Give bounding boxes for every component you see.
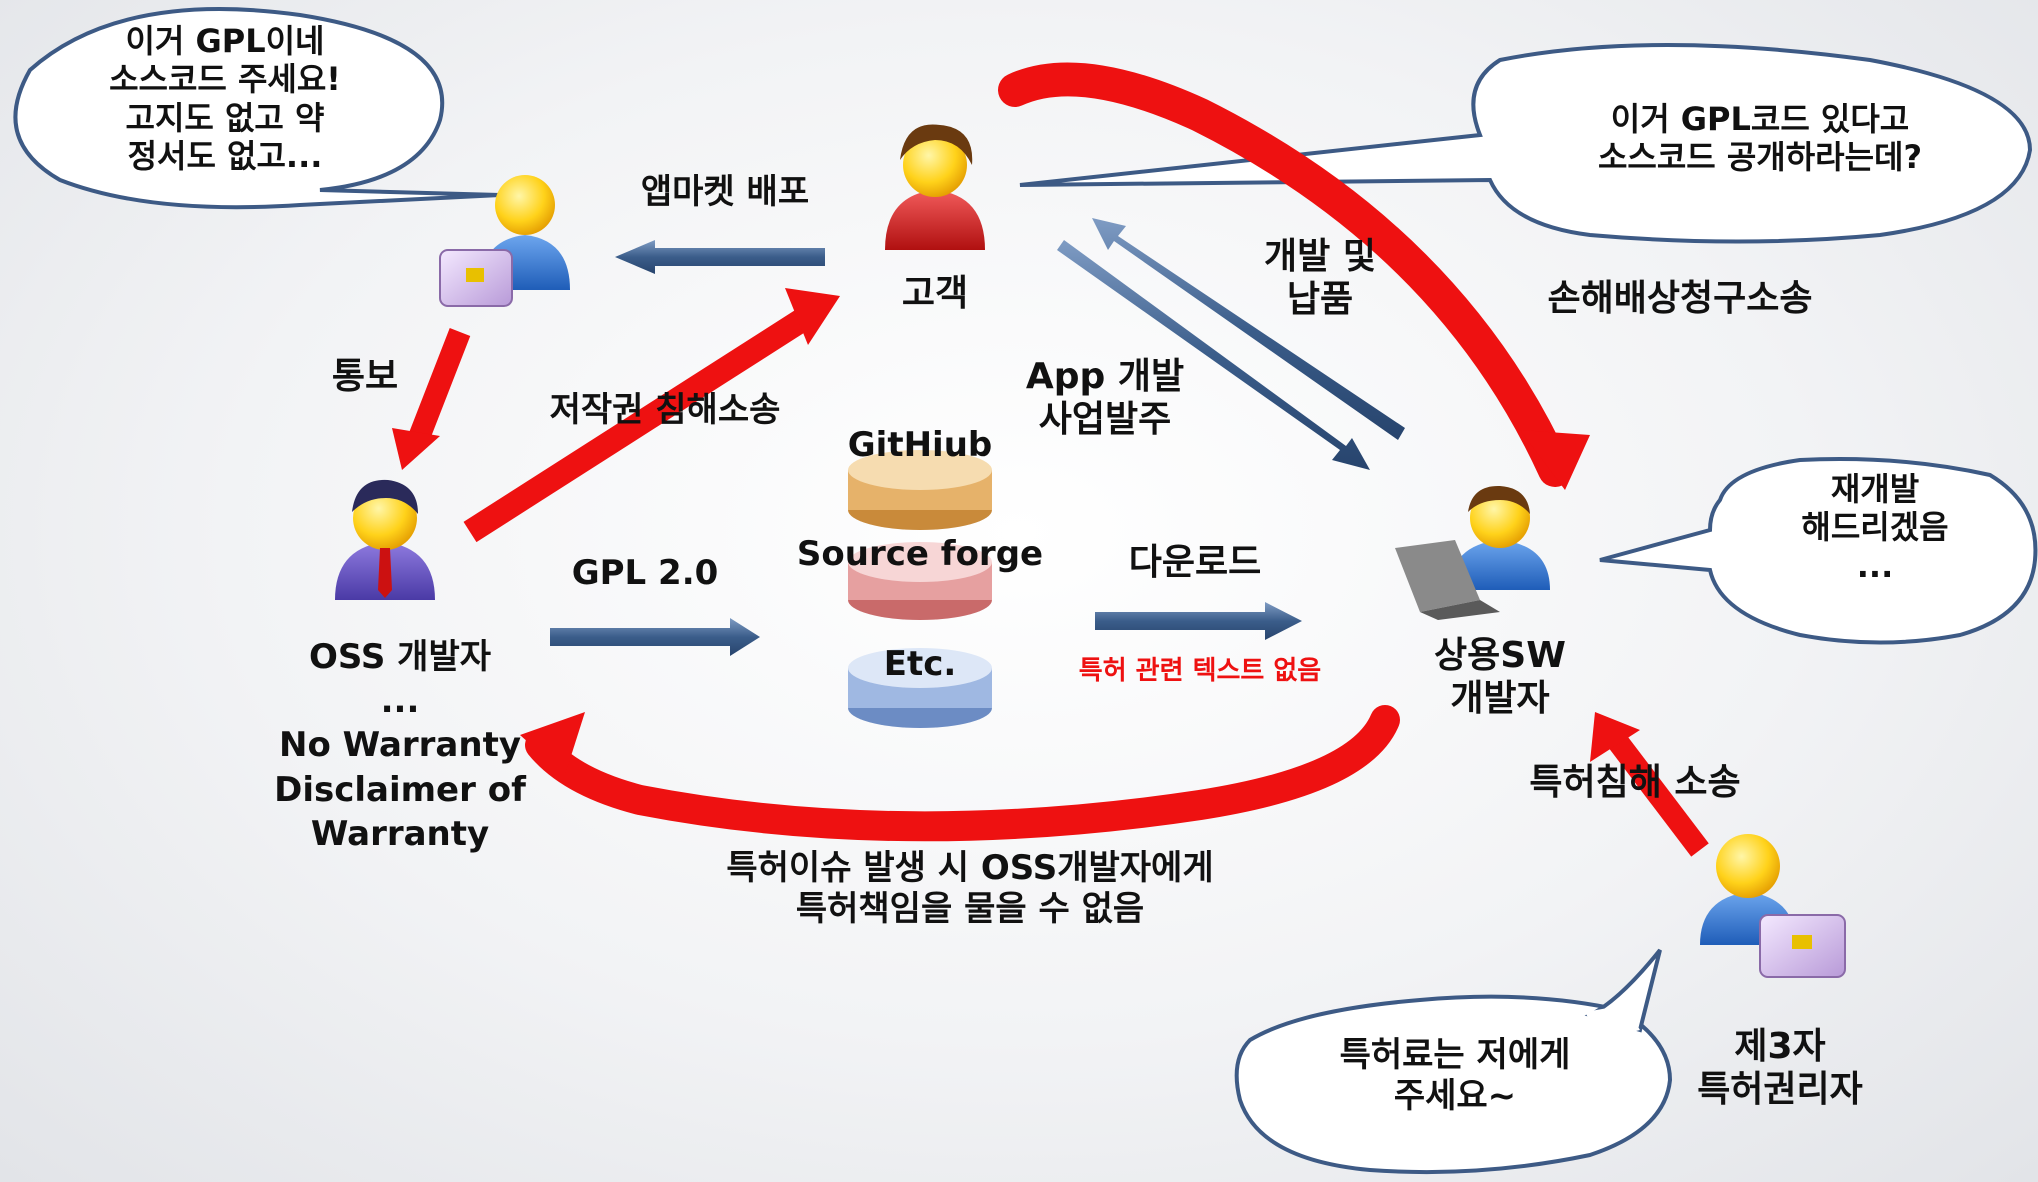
arrow-patent-suit <box>1590 712 1709 857</box>
bubble-developer-offer <box>1599 457 2038 645</box>
bubble-patent-fee <box>1234 948 1673 1175</box>
database-etc-icon <box>848 648 992 728</box>
database-github-icon <box>848 450 992 530</box>
label-patent-suit: 특허침해 소송 <box>1529 762 1741 803</box>
arrow-patent-issue <box>520 705 1400 842</box>
label-patent-holder: 제3자 특허권리자 <box>1697 1026 1863 1111</box>
label-sourceforge: Source forge <box>796 534 1044 574</box>
database-sourceforge-icon <box>848 542 992 620</box>
label-github: GitHiub <box>847 425 993 465</box>
commercial-developer-icon <box>1395 485 1550 620</box>
arrow-dev-delivery <box>1092 218 1405 440</box>
label-no-patent-text: 특허 관련 텍스트 없음 <box>1078 656 1322 686</box>
patent-holder-icon <box>1700 834 1846 978</box>
bubble-customer-request-text: 이거 GPL코드 있다고 소스코드 공개하라는데? <box>1597 100 1923 177</box>
label-damages-suit: 손해배상청구소송 <box>1547 278 1813 319</box>
bubble-developer-offer-text: 재개발 해드리겠음 ... <box>1801 470 1949 585</box>
bubble-customer-request <box>1019 43 2033 244</box>
arrow-damages-suit <box>998 62 1590 490</box>
bubble-oss-complainer <box>13 7 501 210</box>
bubble-patent-fee-text: 특허료는 저에게 주세요~ <box>1339 1035 1571 1116</box>
customer-icon <box>885 124 985 250</box>
label-app-market: 앱마켓 배포 <box>640 172 810 212</box>
label-etc: Etc. <box>883 644 957 684</box>
oss-complainer-icon <box>439 175 570 307</box>
label-commercial-developer: 상용SW 개발자 <box>1434 635 1566 720</box>
oss-developer-icon <box>335 479 435 600</box>
label-app-order: App 개발 사업발주 <box>1025 356 1185 441</box>
label-oss-developer: OSS 개발자 ... No Warranty Disclaimer of Wa… <box>274 637 526 854</box>
bubble-oss-complainer-text: 이거 GPL이네 소스코드 주세요! 고지도 없고 약 정서도 없고... <box>109 22 341 176</box>
label-copyright-suit: 저작권 침해소송 <box>549 390 781 430</box>
arrow-notify <box>392 328 471 470</box>
label-dev-delivery: 개발 및 납품 <box>1264 236 1376 321</box>
label-patent-issue: 특허이슈 발생 시 OSS개발자에게 특허책임을 물을 수 없음 <box>726 848 1214 929</box>
arrow-app-market <box>615 240 825 274</box>
label-notify: 통보 <box>331 356 399 397</box>
arrow-download <box>1095 602 1302 640</box>
label-gpl: GPL 2.0 <box>571 553 719 593</box>
arrow-app-order <box>1057 240 1370 470</box>
arrow-copyright-suit <box>463 288 840 543</box>
label-customer: 고객 <box>901 273 969 314</box>
arrow-gpl <box>550 618 760 656</box>
label-download: 다운로드 <box>1128 542 1262 583</box>
